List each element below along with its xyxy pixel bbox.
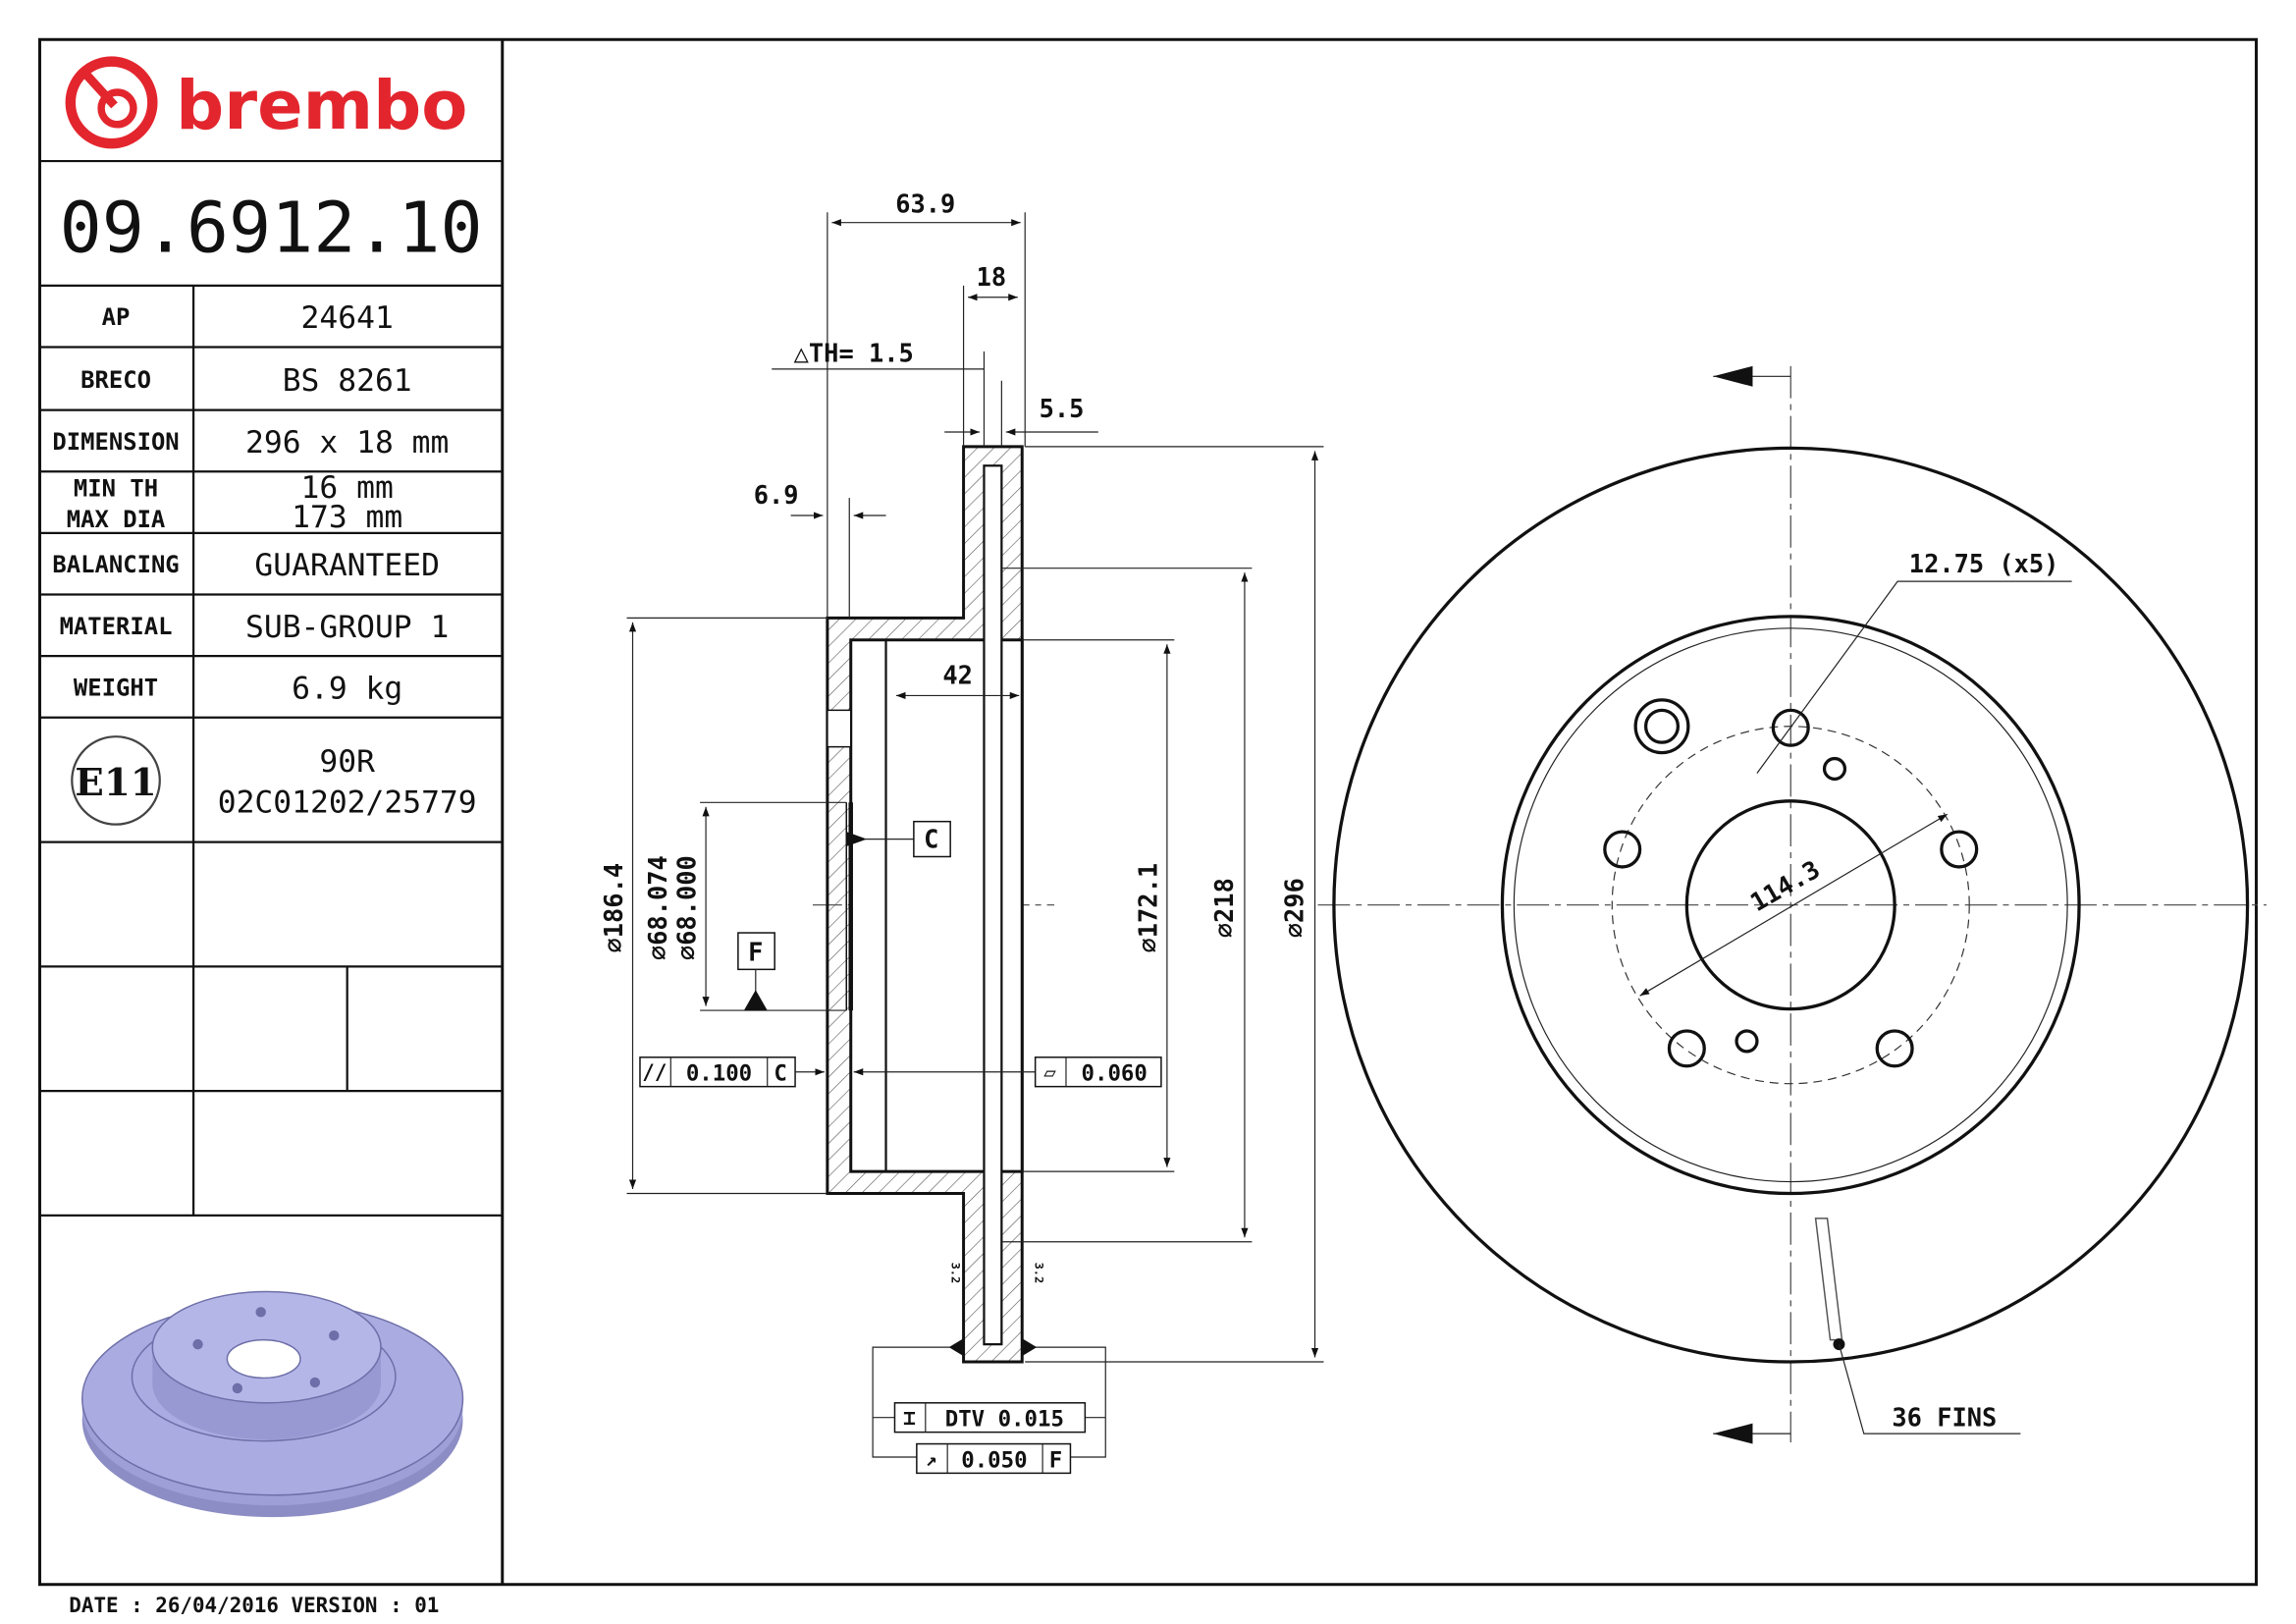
brembo-logo: brembo (65, 56, 467, 149)
dim-d68-min: ∅68.000 (672, 855, 702, 960)
e-mark: E11 (75, 761, 157, 805)
rotor-render (80, 1290, 464, 1518)
roughness-right: 3.2 (1033, 1263, 1046, 1284)
runout-value: 0.050 (961, 1447, 1027, 1473)
pcd-label: 114.3 (1745, 854, 1825, 917)
tolerance-dtv: ⌶ DTV 0.015 (872, 1338, 1106, 1458)
spec-label-balancing: BALANCING (52, 551, 179, 578)
spec-value-dimension: 296 x 18 mm (245, 425, 449, 460)
roughness-left: 3.2 (949, 1263, 963, 1284)
spec-label-weight: WEIGHT (74, 674, 158, 701)
tolerance-runout: ↗ 0.050 F (916, 1442, 1072, 1475)
parallel-icon: // (642, 1060, 667, 1084)
parallel-datum: C (774, 1061, 786, 1087)
brand-name: brembo (176, 67, 467, 145)
hole-size-label: 12.75 (x5) (1909, 549, 2059, 578)
dim-6-9: 6.9 (754, 480, 799, 510)
dim-63-9: 63.9 (895, 189, 955, 218)
approval-line-2: 02C01202/25779 (218, 785, 477, 821)
spec-label-min-th: MIN TH (74, 475, 158, 503)
dim-delta-th: △TH= 1.5 (794, 338, 914, 367)
fins-label: 36 FINS (1892, 1403, 1997, 1433)
title-block (39, 159, 503, 1218)
thickness-variation-icon: ⌶ (903, 1406, 916, 1430)
tolerance-parallelism: // 0.100 C (639, 1056, 825, 1088)
front-view: 12.75 (x5) 114.3 36 FINS (1317, 365, 2267, 1444)
e-mark-circle (71, 735, 161, 826)
tolerance-flatness: ▱ 0.060 (853, 1056, 1162, 1088)
dim-d68-max: ∅68.074 (643, 855, 672, 960)
spec-value-material: SUB-GROUP 1 (245, 610, 449, 645)
spec-table: AP 24641 BRECO BS 8261 DIMENSION 296 x 1… (52, 300, 477, 826)
drawing-frame (37, 37, 2259, 1587)
spec-value-balancing: GUARANTEED (254, 548, 440, 583)
flatness-icon: ▱ (1043, 1060, 1056, 1084)
runout-icon: ↗ (926, 1448, 937, 1471)
spec-value-breco: BS 8261 (283, 363, 412, 399)
dim-d186: ∅186.4 (599, 863, 628, 953)
parallel-value: 0.100 (686, 1061, 752, 1087)
flatness-value: 0.060 (1082, 1061, 1148, 1087)
dim-d296: ∅296 (1280, 878, 1309, 938)
dim-d172: ∅172.1 (1133, 863, 1162, 953)
spec-label-material: MATERIAL (60, 613, 173, 640)
dtv-value: DTV 0.015 (945, 1407, 1064, 1433)
spec-label-dimension: DIMENSION (52, 428, 179, 456)
dim-18: 18 (977, 262, 1007, 292)
dim-5-5: 5.5 (1040, 394, 1085, 423)
datum-c: C (864, 820, 951, 858)
approval-line-1: 90R (319, 744, 375, 780)
datum-f: F (737, 932, 775, 1011)
section-dimensions: 63.9 18 △TH= 1.5 5.5 6.9 42 ∅186.4 ∅68.0… (599, 189, 1324, 1363)
dim-d218: ∅218 (1209, 878, 1239, 938)
date-version: DATE : 26/04/2016 VERSION : 01 (69, 1594, 439, 1617)
spec-label-max-dia: MAX DIA (67, 506, 166, 533)
spec-label-ap: AP (102, 303, 131, 331)
spec-value-min-th: 16 mm (301, 470, 394, 506)
spec-value-ap: 24641 (301, 300, 394, 336)
spec-value-max-dia: 173 mm (292, 500, 402, 535)
part-number: 09.6912.10 (60, 188, 483, 269)
dim-42: 42 (942, 660, 973, 689)
datum-c-label: C (924, 825, 938, 854)
runout-datum: F (1049, 1447, 1062, 1473)
datum-f-label: F (748, 937, 763, 966)
spec-value-weight: 6.9 kg (292, 671, 402, 706)
section-view (812, 445, 1055, 1364)
spec-label-breco: BRECO (80, 366, 151, 394)
